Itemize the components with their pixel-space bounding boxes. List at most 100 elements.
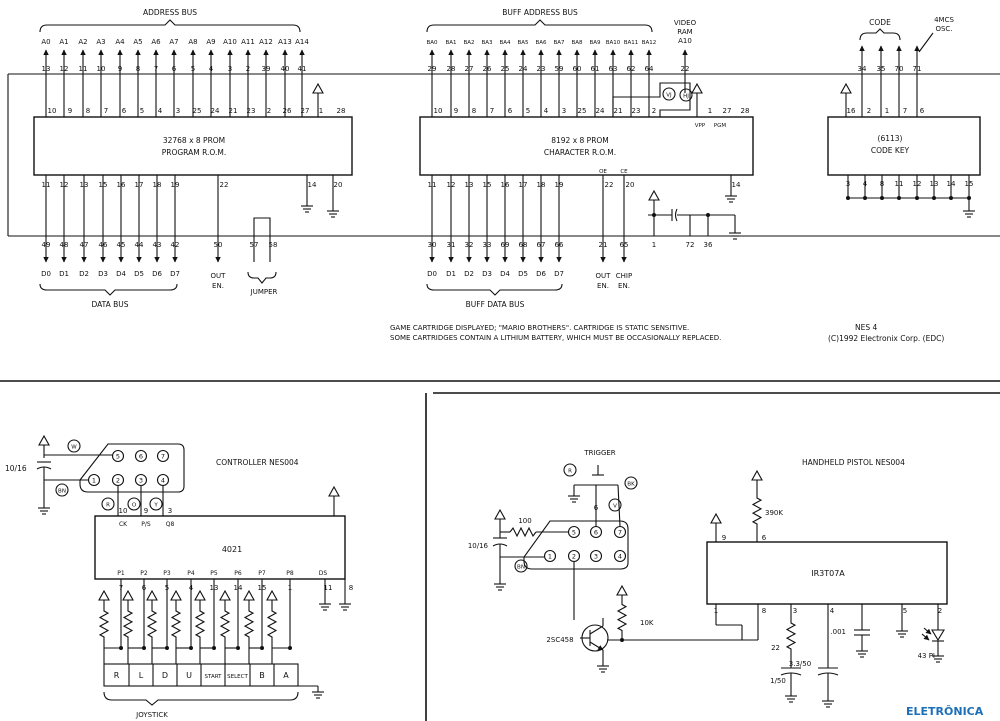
nes-label: NES 4 [855, 323, 877, 332]
chr-addr-name-12: BA12 [642, 40, 657, 46]
chr-chip-pin-top-10: 21 [614, 107, 623, 115]
prom-out-en-1: OUT [211, 272, 227, 280]
controller-p-name-0: P1 [117, 570, 125, 577]
key-chip-pin-top-4: 6 [920, 107, 925, 115]
chr-addr-name-2: BA2 [463, 40, 474, 46]
chr-addr-name-10: BA10 [606, 40, 621, 46]
pistol-390k-label: 390K [765, 509, 783, 517]
key-chip-pin-top-1: 2 [867, 107, 871, 115]
data-bus-brace [39, 283, 178, 296]
chr-chip-pin-top-15: 28 [741, 107, 750, 115]
pistol-10k-vcc [616, 584, 628, 596]
pistol-trigger-wire-b [617, 484, 621, 527]
chr-data-name-2: D2 [464, 270, 474, 278]
chr-addr-name-4: BA4 [499, 40, 511, 46]
video-ram-label-3: A10 [678, 37, 692, 45]
controller-conn-pin-2-ring [156, 449, 170, 463]
controller-title: CONTROLLER NES004 [216, 458, 299, 467]
controller-p-name-3: P4 [187, 570, 195, 577]
controller-pullup-vcc-0 [98, 589, 110, 601]
prom-chip-pin-top-12: 2 [267, 107, 271, 115]
controller-conn-pin-1: 6 [139, 453, 143, 461]
pistol-conn-pin-1-ring [589, 525, 603, 539]
controller-cap-label: 10/16 [5, 464, 27, 473]
prom-addr-name-13: A13 [278, 38, 292, 46]
key-chip-pin-top-3: 7 [903, 107, 907, 115]
ir3t07a-chip [706, 541, 948, 605]
prom-chip-pin-top-6: 4 [158, 107, 163, 115]
chr-data-name-0: D0 [427, 270, 437, 278]
controller-p-name-4: P5 [210, 570, 218, 577]
prom-addr-name-7: A7 [169, 38, 178, 46]
pistol-tag-v-ring [608, 498, 622, 512]
osc-label-2: OSC. [935, 25, 952, 33]
controller-conn-pin-3: 1 [92, 477, 96, 485]
chr-jumper-hj-ring [679, 88, 693, 102]
joystick-brace [103, 691, 299, 706]
controller-tag-y: Y [153, 503, 158, 509]
jumper-brace [247, 271, 277, 284]
pistol-light-arrow-a [923, 627, 932, 635]
chr-conn-pin-bottom-5: 68 [519, 241, 528, 249]
note-line-2: SOME CARTRIDGES CONTAIN A LITHIUM BATTER… [390, 334, 721, 342]
chr-chip-en-2: EN. [618, 282, 630, 290]
prom-chip-pin-top-13: 26 [283, 107, 292, 115]
controller-vcc-symbol [38, 434, 50, 446]
chr-data-name-7: D7 [554, 270, 564, 278]
character-rom-line2: CHARACTER R.O.M. [544, 148, 616, 157]
chr-data-name-4: D4 [500, 270, 510, 278]
code-key-line1: (6113) [878, 134, 903, 143]
pistol-conn-pin-6: 4 [618, 553, 622, 561]
chr-addr-name-6: BA6 [535, 40, 547, 46]
chr-out-en-2: EN. [597, 282, 609, 290]
chr-addr-name-11: BA11 [624, 40, 639, 46]
pistol-001-label: .001 [830, 628, 846, 636]
pistol-conn-pin-5: 3 [594, 553, 598, 561]
pistol-tag-r: R [568, 469, 572, 475]
pistol-150-label: 1/50 [770, 677, 786, 685]
controller-sig-name-2: Q8 [166, 521, 175, 528]
pistol-conn-pin-1: 6 [594, 529, 598, 537]
pistol-tag-r-ring [563, 463, 577, 477]
controller-button-2: D [162, 671, 168, 680]
prom-data-name-4: D4 [116, 270, 126, 278]
controller-pullup-resistor-0 [98, 600, 110, 648]
controller-conn-pin-3-ring [87, 473, 101, 487]
controller-pullup-vcc-7 [266, 589, 278, 601]
pistol-tag-bn: BN [517, 565, 525, 571]
chr-chip-pin-top-8: 25 [578, 107, 587, 115]
prom-conn-pin-bottom-3: 46 [99, 241, 108, 249]
chr-addr-name-1: BA1 [445, 40, 456, 46]
controller-tag-o: O [132, 503, 137, 509]
controller-conn-pin-5: 3 [139, 477, 143, 485]
pistol-transistor-label: 2SC458 [546, 636, 573, 644]
chr-conn-pin-1: 1 [652, 241, 656, 249]
chip-4021 [94, 515, 346, 580]
chr-chip-pin-top-1: 9 [454, 107, 458, 115]
prom-data-name-0: D0 [41, 270, 51, 278]
prom-addr-name-10: A10 [223, 38, 237, 46]
buff-address-bus-brace [426, 19, 653, 33]
pistol-title: HANDHELD PISTOL NES004 [802, 458, 905, 467]
pistol-conn-pin-4-ring [567, 549, 581, 563]
controller-pullup-resistor-7 [266, 600, 278, 648]
controller-conn-pin-5-ring [134, 473, 148, 487]
controller-conn-pin-4-ring [111, 473, 125, 487]
controller-conn-pin-0-ring [111, 449, 125, 463]
pistol-tag-bk: BK [627, 482, 635, 488]
pistol-light-arrow-b [921, 633, 930, 641]
controller-connector-outline [79, 443, 185, 493]
watermark: ELETRÔNICA [906, 705, 984, 718]
prom-data-name-5: D5 [134, 270, 144, 278]
prom-chip-pin-top-11: 23 [247, 107, 256, 115]
prom-addr-name-8: A8 [188, 38, 197, 46]
buff-data-bus-brace [426, 283, 563, 296]
pistol-r100-label: 100 [518, 517, 531, 525]
vpp-label: VPP [695, 123, 706, 129]
controller-tag-w: W [71, 445, 77, 451]
controller-conn-pin-4: 2 [116, 477, 120, 485]
copyright-label: (C)1992 Electronix Corp. (EDC) [828, 334, 944, 343]
controller-conn-pin-1-ring [134, 449, 148, 463]
controller-conn-pin-6-ring [156, 473, 170, 487]
